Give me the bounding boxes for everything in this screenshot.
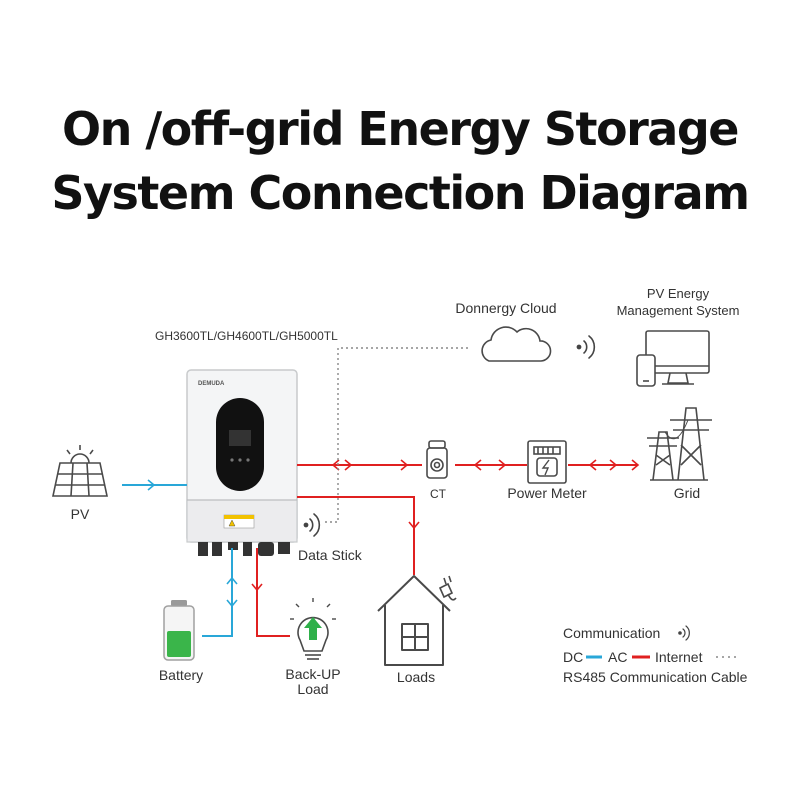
data-stick-wifi-icon [303,513,321,537]
cloud-icon [481,326,552,362]
backup-load-label: Back-UP Load [285,667,340,697]
inverter-brand: DEMUDA [198,381,225,387]
phone-icon [636,354,656,387]
pv-label: PV [70,506,90,522]
inverter-loads-line [297,496,415,575]
inverter-connectors [198,542,290,556]
battery-dc-line [202,548,233,637]
legend-graphics [586,625,738,659]
ac-lines [251,459,640,637]
inverter: DEMUDA [186,369,298,556]
battery-icon [163,600,195,661]
backup-load-line [256,548,290,637]
backup-load-label-line1: Back-UP [285,666,341,682]
ems-label-line2: Management System [616,303,740,318]
pv-icon [52,445,108,497]
warning-label [223,514,255,529]
cloud-wifi-icon [576,335,596,359]
ems-label: PV Energy Management System [617,285,740,319]
title-line-1: On /off-grid Energy Storage [62,102,739,156]
cloud-label: Donnergy Cloud [455,300,557,316]
battery-arrow-up [226,576,238,585]
legend-wifi-icon [678,625,690,641]
battery-arrow-down [226,599,238,608]
grid-tower-icon [647,407,712,481]
monitor-icon [645,330,710,385]
loads-label: Loads [396,669,436,685]
dc-lines [122,479,238,637]
inverter-display [216,398,264,491]
power-meter-label: Power Meter [507,485,587,501]
title-line-2: System Connection Diagram [51,166,750,220]
battery-fill [167,631,191,657]
ct-label: CT [430,487,446,501]
bulb-arrow [304,617,322,640]
house-icon [377,575,451,666]
plug-icon [438,575,457,601]
rs485-line [325,347,470,523]
power-meter-icon [527,440,567,484]
legend-communication: Communication [563,625,661,641]
data-stick-label: Data Stick [298,547,362,563]
legend-ac: AC [608,649,628,665]
ems-label-line1: PV Energy [646,286,710,301]
battery-label: Battery [158,667,204,683]
ct-icon [426,440,448,479]
grid-label: Grid [673,485,701,501]
legend-dc: DC [563,649,584,665]
legend-internet: Internet [655,649,703,665]
bulb-icon [290,598,336,660]
backup-load-label-line2: Load [297,681,329,697]
pv-dc-arrow [147,479,156,491]
legend-rs485: RS485 Communication Cable [563,669,748,685]
inverter-models-label: GH3600TL/GH4600TL/GH5000TL [155,329,338,343]
